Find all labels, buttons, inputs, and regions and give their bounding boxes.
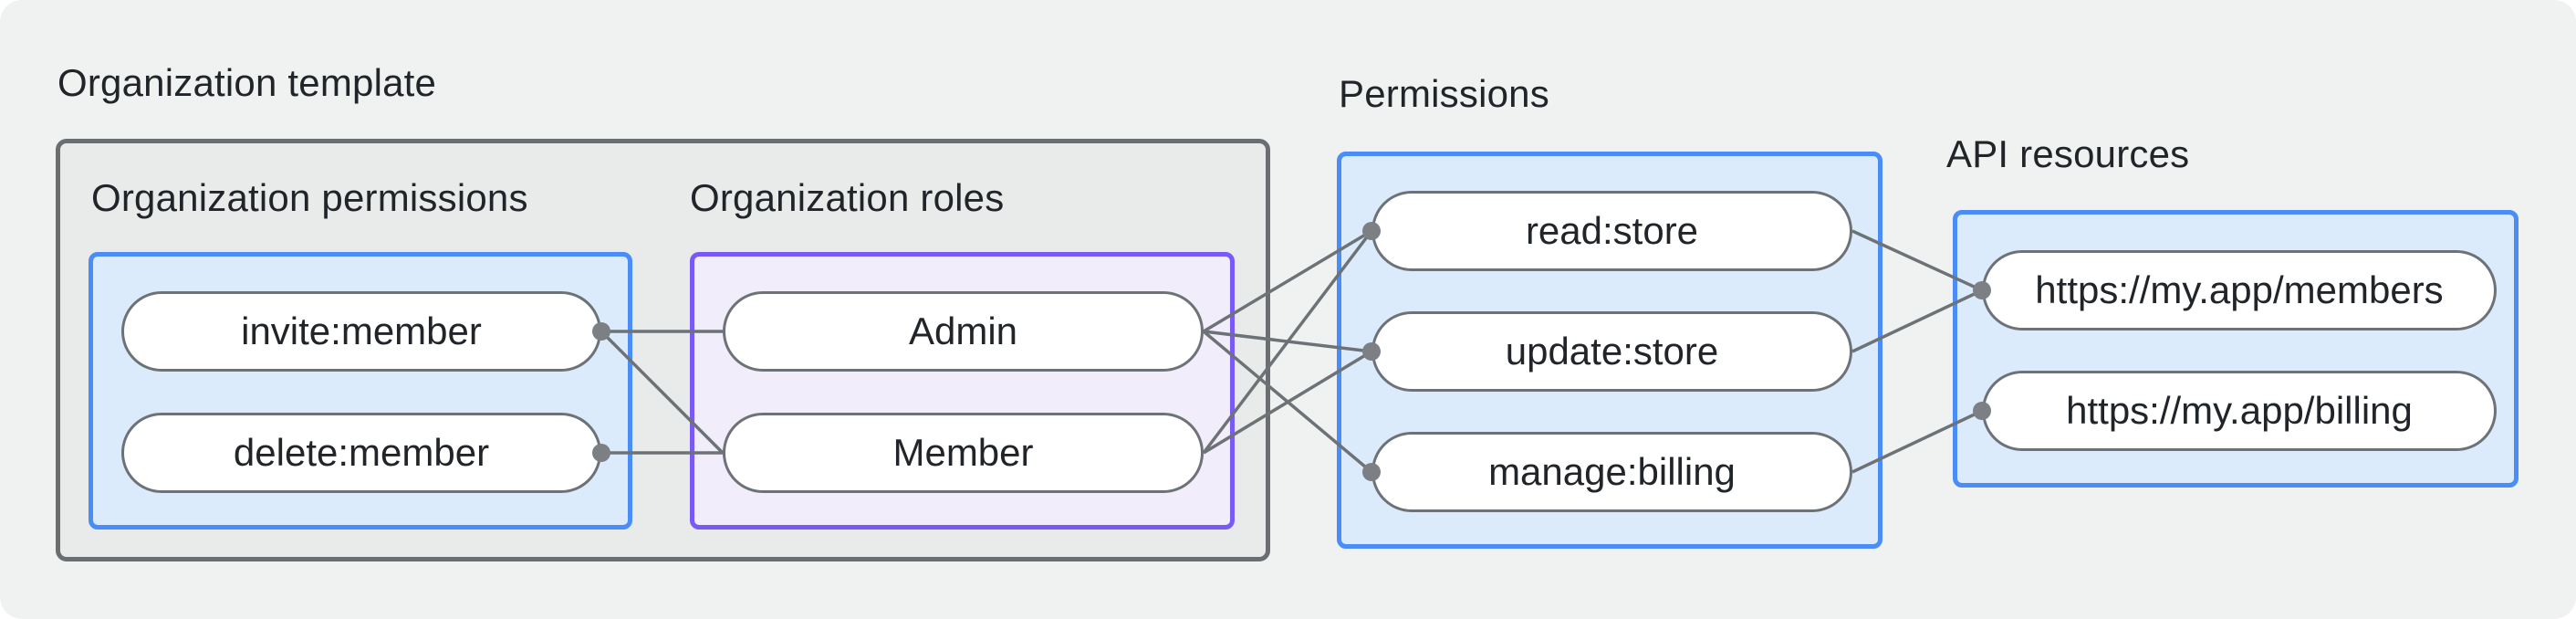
node-admin-role: Admin [723, 291, 1204, 372]
node-label: https://my.app/members [2035, 268, 2444, 311]
node-label: Admin [908, 310, 1018, 352]
node-label: update:store [1505, 330, 1719, 372]
api-resources-heading: API resources [1946, 132, 2190, 175]
node-label: https://my.app/billing [2066, 389, 2413, 432]
permissions-heading: Permissions [1339, 72, 1549, 115]
node-api-members: https://my.app/members [1982, 250, 2497, 330]
node-update-store: update:store [1371, 311, 1852, 392]
node-label: invite:member [241, 310, 482, 352]
node-api-billing: https://my.app/billing [1982, 371, 2497, 451]
node-label: Member [892, 431, 1034, 474]
org-roles-heading: Organization roles [690, 176, 1005, 219]
node-invite-member: invite:member [121, 291, 601, 372]
node-member-role: Member [723, 413, 1204, 493]
node-manage-billing: manage:billing [1371, 432, 1852, 512]
org-template-label: Organization template [57, 61, 437, 104]
node-label: delete:member [233, 431, 490, 474]
node-delete-member: delete:member [121, 413, 601, 493]
node-label: read:store [1525, 209, 1699, 252]
node-label: manage:billing [1488, 450, 1736, 493]
node-read-store: read:store [1371, 191, 1852, 271]
org-permissions-heading: Organization permissions [91, 176, 528, 219]
